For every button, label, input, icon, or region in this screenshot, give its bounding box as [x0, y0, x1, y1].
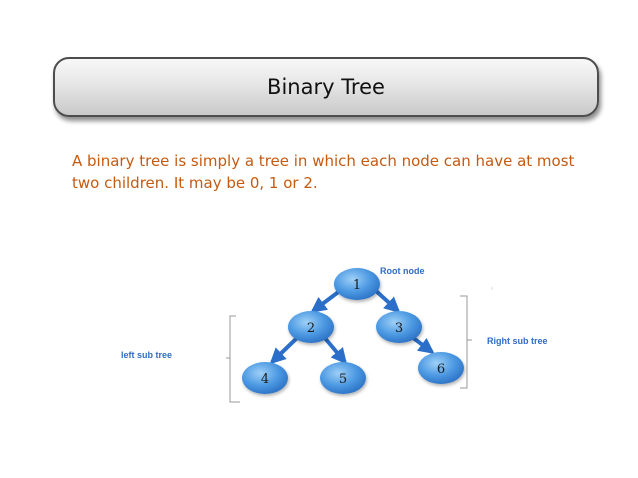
right-subtree-bracket: [460, 295, 472, 389]
tree-node-6: 6: [418, 352, 464, 384]
tree-node-1: 1: [334, 268, 380, 300]
left-subtree-label: left sub tree: [121, 350, 172, 360]
body-text: A binary tree is simply a tree in which …: [72, 152, 575, 192]
tree-node-4: 4: [242, 362, 288, 394]
node-label: 3: [395, 321, 403, 336]
edge-2-5: [322, 335, 348, 365]
title-box: Binary Tree: [53, 57, 599, 117]
left-subtree-bracket: [226, 315, 236, 403]
edge-3-6: [410, 335, 435, 354]
root-node-label: Root node: [380, 266, 425, 276]
edge-1-3: [373, 288, 401, 314]
edge-2-4: [269, 335, 300, 365]
node-label: 6: [437, 362, 445, 377]
right-subtree-label: Right sub tree: [487, 336, 548, 346]
slide-title: Binary Tree: [267, 75, 385, 99]
tree-node-5: 5: [320, 362, 366, 394]
node-label: 2: [307, 321, 315, 336]
node-label: 5: [339, 372, 347, 387]
node-label: 4: [261, 372, 269, 387]
tree-node-2: 2: [288, 311, 334, 343]
node-label: 1: [353, 278, 361, 293]
tree-node-3: 3: [376, 311, 422, 343]
tree-edges: [269, 288, 435, 365]
edge-1-2: [310, 288, 343, 313]
stray-mark: ›: [491, 286, 493, 292]
